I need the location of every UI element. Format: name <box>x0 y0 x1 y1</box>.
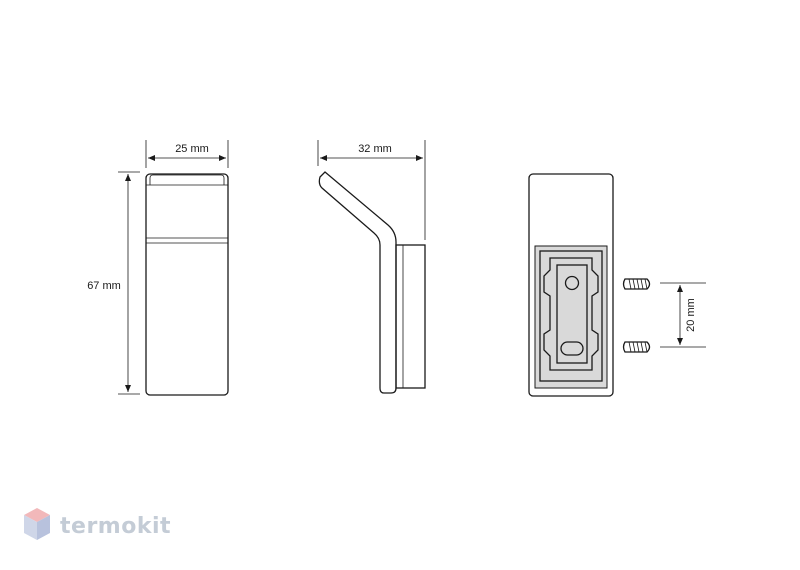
front-height-label: 67 mm <box>87 280 121 292</box>
dimension-front-height: 67 mm <box>87 171 140 395</box>
side-depth-label: 32 mm <box>358 143 392 155</box>
screw-spacing-label: 20 mm <box>685 298 697 332</box>
dimension-side-depth: 32 mm <box>317 140 426 240</box>
front-width-label: 25 mm <box>175 143 209 155</box>
termokit-logo-icon <box>24 508 50 540</box>
brand-watermark: termokit <box>22 506 171 546</box>
side-view <box>318 171 426 394</box>
dimension-front-width: 25 mm <box>145 140 229 168</box>
front-view <box>145 173 229 396</box>
screw-bottom <box>622 341 651 353</box>
brand-name: termokit <box>60 513 172 539</box>
screw-hole-slot <box>560 341 584 356</box>
screw-hole-round <box>564 275 580 291</box>
dimension-screw-spacing: 20 mm <box>660 282 706 348</box>
back-view <box>528 173 614 397</box>
screw-top <box>622 278 651 290</box>
